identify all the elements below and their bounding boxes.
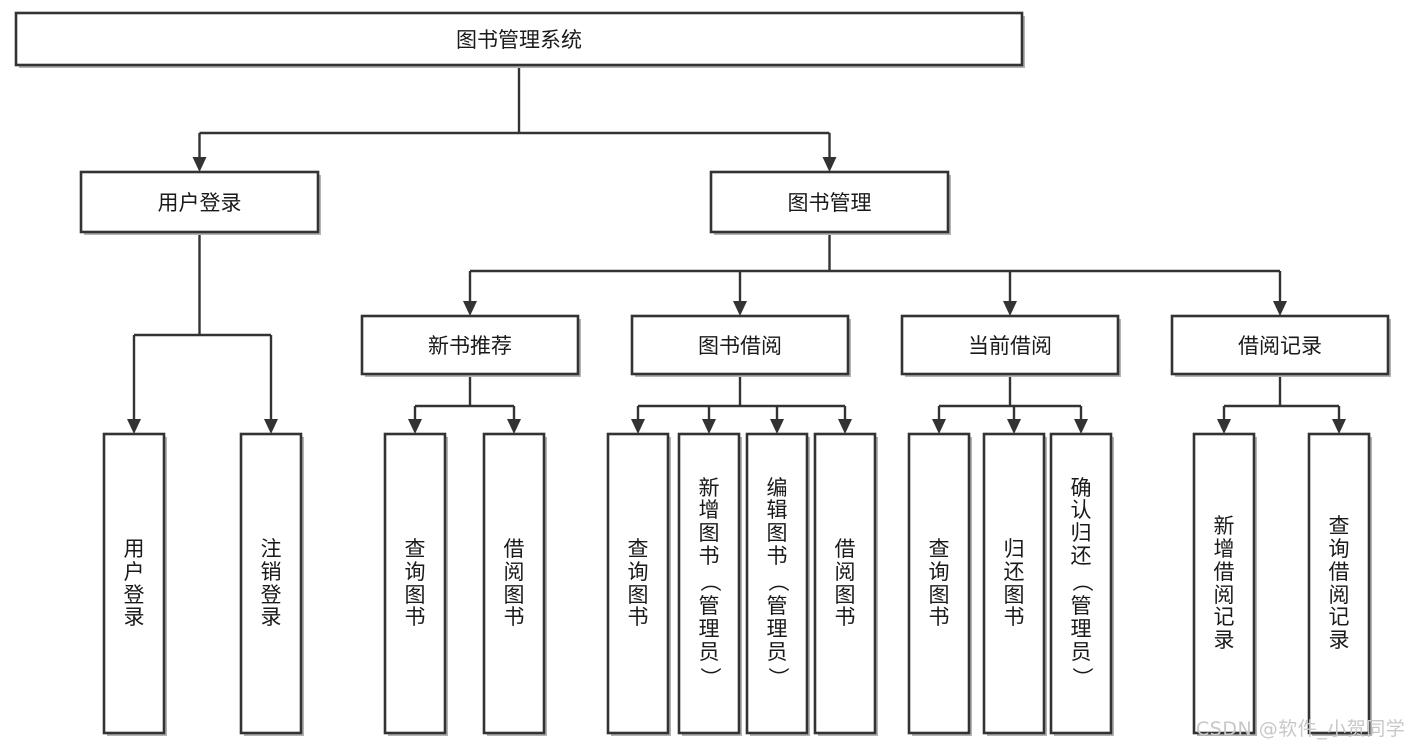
node-box-leaf-return-book[interactable] xyxy=(982,432,1046,735)
csdn-watermark: CSDN @软件_小贺同学 xyxy=(1196,718,1405,740)
node-box-leaf-borrow-book[interactable] xyxy=(813,432,877,735)
arrow-head xyxy=(822,157,837,172)
arrow-head xyxy=(408,419,422,434)
node-box-leaf-edit-book-admin[interactable] xyxy=(745,432,809,735)
arrow-head xyxy=(1074,419,1088,434)
arrow-head xyxy=(127,419,141,434)
arrow-head xyxy=(192,157,207,172)
node-box-current-borrow[interactable] xyxy=(900,314,1120,376)
node-label-root: 图书管理系统 xyxy=(456,28,582,52)
arrow-head xyxy=(1332,419,1346,434)
node-box-new-book-recommend[interactable] xyxy=(360,314,580,376)
arrow-head xyxy=(1003,301,1017,316)
node-box-book-borrow[interactable] xyxy=(630,314,850,376)
arrow-head xyxy=(1217,419,1231,434)
arrow-head xyxy=(733,301,747,316)
node-box-leaf-query-book-current[interactable] xyxy=(907,432,971,735)
node-label-user-login: 用户登录 xyxy=(158,191,242,215)
node-box-leaf-query-borrow-record[interactable] xyxy=(1307,432,1371,735)
node-label-book-borrow: 图书借阅 xyxy=(698,334,782,358)
node-box-book-management[interactable] xyxy=(709,170,950,234)
arrow-head xyxy=(1007,419,1021,434)
node-box-borrow-record[interactable] xyxy=(1170,314,1390,376)
arrow-head xyxy=(507,419,521,434)
node-label-book-management: 图书管理 xyxy=(788,191,872,215)
node-boxes xyxy=(14,11,1391,736)
node-label-current-borrow: 当前借阅 xyxy=(968,334,1052,358)
arrow-head xyxy=(463,301,477,316)
arrow-head xyxy=(770,419,784,434)
node-box-leaf-add-book-admin[interactable] xyxy=(677,432,741,735)
node-box-leaf-add-borrow-record[interactable] xyxy=(1192,432,1256,735)
node-label-borrow-record: 借阅记录 xyxy=(1238,334,1322,358)
arrow-head xyxy=(631,419,645,434)
arrow-head xyxy=(702,419,716,434)
node-label-new-book-recommend: 新书推荐 xyxy=(428,334,512,358)
node-box-leaf-query-book-borrow[interactable] xyxy=(606,432,670,735)
node-box-leaf-query-book-recommend[interactable] xyxy=(383,432,447,735)
arrow-head xyxy=(264,419,278,434)
node-box-root[interactable] xyxy=(14,11,1024,67)
arrow-head xyxy=(1273,301,1287,316)
node-box-leaf-borrow-book-recommend[interactable] xyxy=(482,432,546,735)
node-box-leaf-confirm-return-admin[interactable] xyxy=(1049,432,1113,735)
node-box-leaf-user-login[interactable] xyxy=(102,432,166,735)
node-box-leaf-logout-login[interactable] xyxy=(239,432,303,735)
connector-lines xyxy=(127,65,1346,434)
arrow-head xyxy=(838,419,852,434)
arrow-head xyxy=(932,419,946,434)
node-box-user-login[interactable] xyxy=(79,170,320,234)
